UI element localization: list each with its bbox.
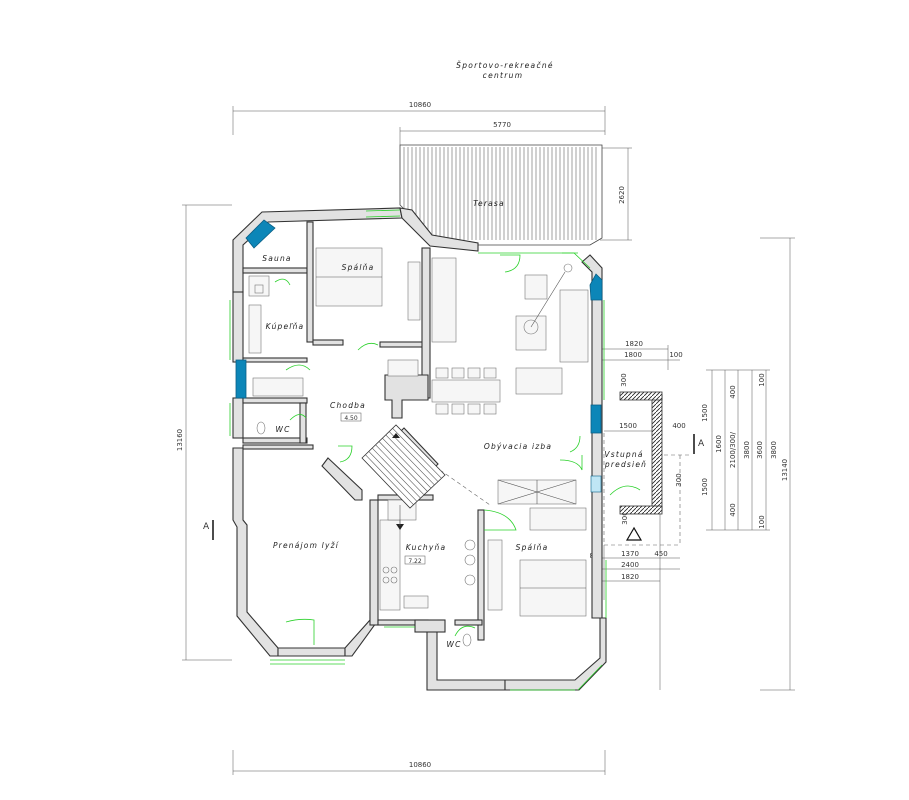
room-label-kupelna: Kúpeľňa	[266, 322, 305, 331]
dim-v-1500-b: 1500	[701, 478, 709, 496]
dim-1370: 1370	[621, 550, 639, 558]
room-label-chodba: Chodba	[330, 401, 366, 410]
room-label-spalna2: Spálňa	[516, 543, 549, 552]
dim-right-overall-label: 13140	[781, 459, 789, 481]
section-label-left: A	[203, 522, 210, 532]
room-label-obyvacia: Obývacia izba	[484, 442, 552, 451]
dim-2400: 2400	[621, 561, 639, 569]
dim-v-3800-a: 3800	[743, 441, 751, 459]
room-label-prenajom: Prenájom lyží	[273, 541, 339, 550]
dim-left-overall-label: 13160	[176, 429, 184, 451]
dim-300-c: 300	[621, 511, 629, 524]
dim-100: 100	[669, 351, 682, 359]
dimension-terrace-depth: 2620	[600, 147, 632, 241]
plan-title-line1: Športovo-rekreačné	[456, 61, 554, 70]
dim-terrace-depth-label: 2620	[618, 186, 626, 204]
dim-v-3600: 3600	[756, 441, 764, 459]
dim-1800: 1800	[624, 351, 642, 359]
sauna-stove	[245, 219, 276, 249]
dimension-top-overall: 10860	[232, 101, 606, 135]
dimension-top-partial: 5770	[399, 121, 605, 145]
section-marker-right: A	[693, 434, 705, 454]
dim-1500: 1500	[619, 422, 637, 430]
furniture	[248, 247, 589, 647]
room-label-kuchyna: Kuchyňa	[406, 543, 447, 552]
window-right-small	[590, 475, 602, 493]
dimension-bottom-overall: 10860	[232, 750, 606, 775]
room-label-wc1: WC	[275, 425, 290, 434]
dim-bottom-overall-label: 10860	[409, 761, 431, 769]
dim-1820-bottom: 1820	[621, 573, 639, 581]
dim-v-2100: 2100/300/	[729, 431, 737, 468]
dimension-entry-vertical: 100 400 1500 1600 2100/300/ 3800 3600 38…	[701, 369, 778, 531]
dim-v-1500-a: 1500	[701, 404, 709, 422]
window-left	[235, 359, 247, 399]
dim-300-b: 300	[675, 473, 683, 486]
green-openings	[229, 209, 641, 691]
room-label-vstupna-2: predsieň	[604, 460, 647, 469]
room-label-terasa: Terasa	[473, 199, 505, 208]
section-label-right: A	[698, 439, 705, 449]
dimension-left-overall: 13160	[176, 204, 232, 661]
dim-v-100-top: 100	[758, 373, 766, 386]
interior-walls	[242, 221, 485, 641]
room-label-vstupna-1: Vstupná	[604, 450, 643, 459]
dim-450: 450	[654, 550, 667, 558]
area-tags: 4.50 7.22	[340, 412, 426, 565]
blue-elements	[235, 219, 603, 493]
dim-400: 400	[672, 422, 685, 430]
dim-300-a: 300	[620, 373, 628, 386]
dim-v-100-bottom: 100	[758, 515, 766, 528]
dashed-boundaries	[439, 433, 692, 546]
dimension-right-overall: 13140	[760, 237, 795, 691]
room-label-spalna1: Spálňa	[342, 263, 375, 272]
sofa	[559, 289, 589, 363]
dim-top-overall-label: 10860	[409, 101, 431, 109]
staircase	[361, 424, 446, 530]
window-right-mid	[590, 404, 602, 434]
entry-triangle-icon	[625, 526, 643, 541]
dining-table	[431, 379, 501, 403]
dim-v-3800-b: 3800	[770, 441, 778, 459]
room-label-sauna: Sauna	[262, 254, 291, 263]
area-tag-chodba: 4.50	[344, 415, 358, 422]
dim-1820-top: 1820	[625, 340, 643, 348]
room-label-wc2: WC	[446, 640, 461, 649]
area-tag-kuchyna: 7.22	[408, 558, 422, 565]
section-marker-left: A	[203, 520, 214, 540]
room-labels: Sauna Spálňa Kúpeľňa Chodba WC Obývacia …	[262, 254, 647, 649]
dim-v-400-top: 400	[729, 385, 737, 398]
dim-v-400-bottom: 400	[729, 503, 737, 516]
terrace: Terasa	[399, 144, 603, 246]
window-right-top	[589, 273, 603, 301]
dim-top-partial-label: 5770	[493, 121, 511, 129]
plan-title-line2: centrum	[483, 71, 524, 80]
dim-v-1600: 1600	[715, 435, 723, 453]
